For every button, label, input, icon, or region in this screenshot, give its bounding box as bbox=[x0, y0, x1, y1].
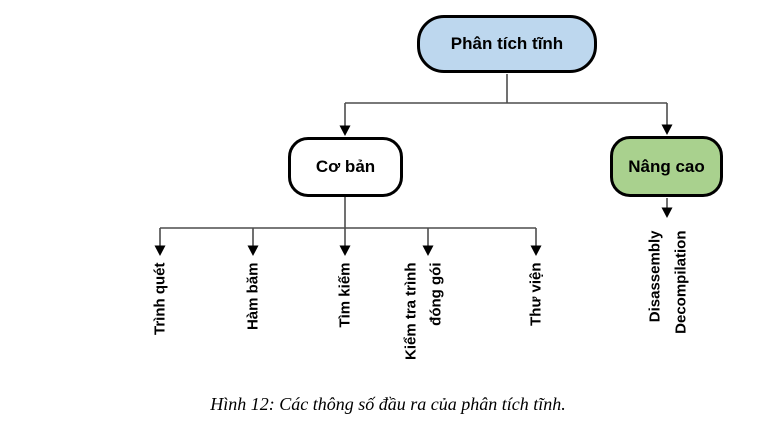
leaf-label-hashing: Hàm băm bbox=[244, 262, 261, 330]
arrowhead-icon bbox=[530, 245, 542, 256]
arrowhead-icon bbox=[422, 245, 434, 256]
node-basic: Cơ bản bbox=[288, 137, 403, 197]
arrowhead-icon bbox=[247, 245, 259, 256]
arrowhead-icon bbox=[661, 124, 673, 135]
arrowhead-icon bbox=[661, 207, 673, 218]
leaf-label-scanner: Trình quét bbox=[151, 262, 168, 335]
leaf-label-disassembly-decompilation: Disassembly Decompilation bbox=[646, 230, 689, 334]
leaf-label-library: Thư viện bbox=[527, 262, 544, 326]
node-static-analysis: Phân tích tĩnh bbox=[417, 15, 597, 73]
connector-line bbox=[159, 74, 668, 246]
node-advanced: Nâng cao bbox=[610, 136, 723, 197]
arrowhead-icon bbox=[339, 125, 351, 136]
arrowhead-icon bbox=[154, 245, 166, 256]
leaf-label-packer-check: Kiểm tra trình đóng gói bbox=[402, 262, 444, 360]
figure-caption: Hình 12: Các thông số đầu ra của phân tí… bbox=[210, 394, 566, 414]
arrowhead-icon bbox=[339, 245, 351, 256]
leaf-label-search: Tìm kiếm bbox=[336, 262, 353, 328]
